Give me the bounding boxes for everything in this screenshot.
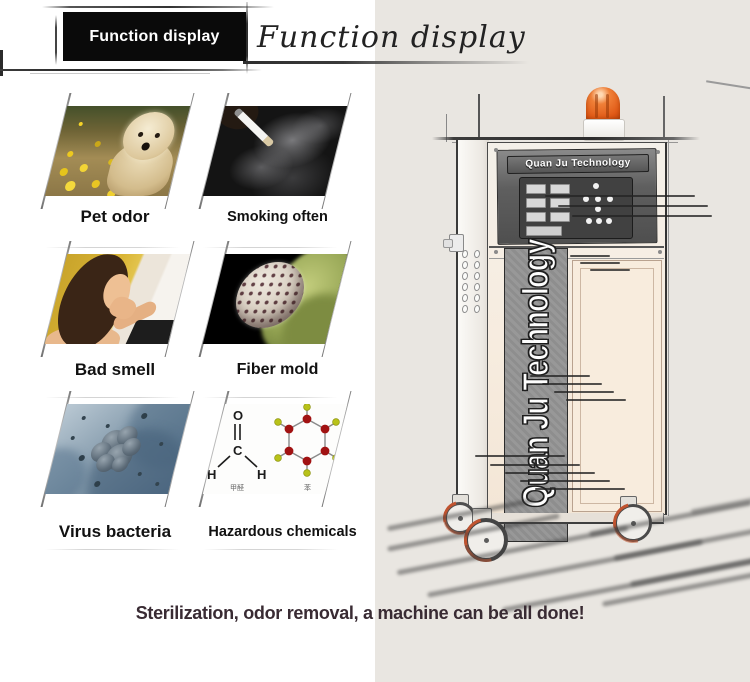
hatch-stroke [535, 488, 625, 491]
side-fitting [443, 239, 453, 248]
chemical-diagram-inner: O C H H 甲醛 [203, 404, 347, 494]
panel-button [526, 212, 546, 222]
tile-sheet-shadow [202, 397, 339, 398]
panel-button [550, 198, 570, 208]
hatch-stroke [475, 455, 565, 458]
footer-caption: Sterilization, odor removal, a machine c… [135, 603, 585, 623]
beacon-base [583, 119, 625, 141]
hatch-stroke [572, 215, 712, 218]
floating-particles [81, 416, 87, 420]
machine-door-panel [572, 260, 662, 512]
brand-plate: Quan Ju Technology [506, 154, 650, 174]
machine-top-line [432, 137, 700, 140]
hatch-stroke [570, 255, 610, 258]
warning-beacon [586, 87, 620, 122]
chemical-diagram: O C H H 甲醛 [202, 404, 348, 494]
tile-sheet-shadow [202, 247, 339, 248]
hatch-stroke [590, 269, 630, 272]
hatch-stroke [520, 480, 610, 483]
smoke-photo [202, 106, 348, 196]
formaldehyde-carbon: C [233, 443, 243, 458]
sketch-line-bottom [0, 69, 262, 71]
tile-label-virus-bacteria: Virus bacteria [58, 522, 172, 541]
title-underline [243, 61, 529, 64]
sketch-tick [478, 94, 480, 140]
tile-image-smoking [198, 93, 352, 209]
tile-label-bad-smell: Bad smell [74, 360, 156, 379]
hatch-stroke [490, 464, 580, 467]
sketch-line-top [42, 6, 274, 8]
tile-image-virus [40, 391, 195, 507]
panel-button [550, 212, 570, 222]
panel-divider-faint [489, 258, 664, 259]
sketch-tick [663, 96, 665, 140]
sketch-line-right [246, 2, 248, 74]
chemical-structures-svg: O C H H 甲醛 [207, 404, 340, 492]
tile-sheet-shadow [44, 247, 181, 248]
screw-dots [494, 148, 498, 152]
side-banner: Quan Ju Technology [504, 239, 568, 542]
tile-image-fiber-mold [198, 241, 352, 357]
formaldehyde-oxygen: O [233, 408, 243, 423]
sketch-tick [446, 114, 447, 142]
tile-label-smoking-often: Smoking often [227, 209, 328, 225]
tile-sheet-shadow [202, 549, 339, 550]
panel-divider [489, 246, 664, 248]
panel-button [526, 198, 546, 208]
hatch-stroke [580, 262, 620, 265]
panel-button [550, 184, 570, 194]
mold-photo [202, 254, 348, 344]
yellow-flowers [78, 122, 84, 126]
tile-image-pet-odor [40, 93, 195, 209]
tile-sheet-shadow [44, 397, 181, 398]
door-inner-line [580, 268, 654, 504]
machine-right-outline [668, 140, 669, 516]
benzene-carbons [284, 414, 330, 466]
blurred-cell [44, 448, 93, 494]
tile-image-chemicals: O C H H 甲醛 [198, 391, 352, 507]
hatch-stroke [566, 399, 626, 402]
hatch-stroke [545, 195, 695, 198]
tile-image-bad-smell [40, 241, 195, 357]
panel-button [526, 184, 546, 194]
beacon-ridge [595, 94, 598, 118]
hatch-stroke [554, 391, 614, 394]
section-badge: Function display [63, 12, 246, 61]
vent-holes [462, 249, 482, 314]
sketch-tick-left-edge [0, 50, 3, 76]
side-banner-text: Quan Ju Technology [514, 239, 556, 508]
section-title: Function display [257, 20, 526, 55]
tile-sheet-shadow [44, 549, 181, 550]
formaldehyde-cjk-label: 甲醛 [230, 483, 244, 492]
hatch-stroke [558, 205, 708, 208]
formaldehyde-hydrogen-right: H [257, 467, 266, 482]
sketch-line-left [55, 15, 57, 65]
tile-label-hazardous-chemicals: Hazardous chemicals [208, 524, 357, 540]
hatch-stroke [505, 472, 595, 475]
machine-left-face [456, 140, 489, 514]
formaldehyde-hydrogen-left: H [207, 467, 216, 482]
panel-display [526, 226, 562, 236]
panel-indicator-lights [593, 183, 599, 189]
hatch-stroke [530, 375, 590, 378]
sketch-line-bottom-faint [30, 73, 210, 74]
bad-smell-photo [44, 254, 191, 344]
beacon-ridge [606, 94, 609, 118]
benzene-cjk-label: 苯 [304, 483, 311, 492]
hatch-stroke [542, 383, 602, 386]
virus-photo [44, 404, 191, 494]
tile-label-pet-odor: Pet odor [80, 207, 150, 226]
puppy-photo [44, 106, 191, 196]
tile-label-fiber-mold: Fiber mold [236, 361, 319, 378]
